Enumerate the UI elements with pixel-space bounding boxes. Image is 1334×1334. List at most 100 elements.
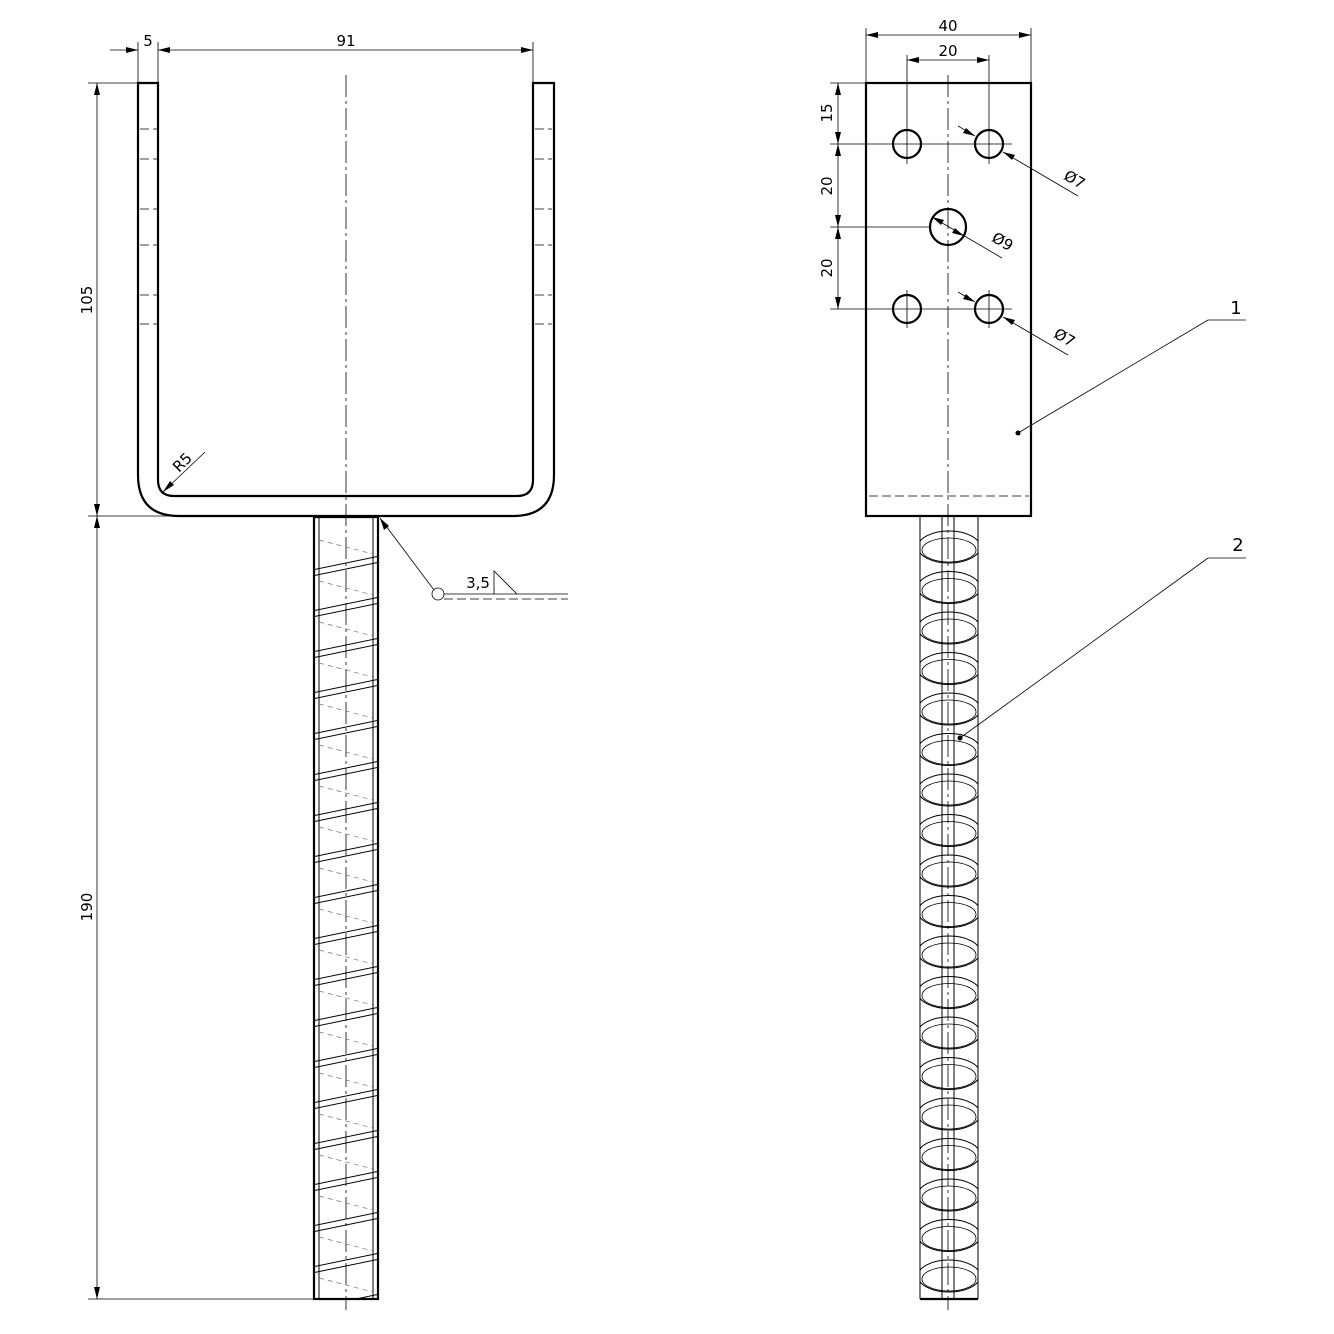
rebar-rib [314,1047,378,1069]
rebar-rib [314,1006,378,1028]
rebar-coil-inner [922,1308,976,1332]
rebar-coil [920,935,978,969]
rebar-coil-inner [921,740,977,765]
dim-flange-thickness: 5 [110,32,170,83]
rebar-shading [318,1277,374,1293]
rebar-shading [318,949,374,965]
rebar-coil [920,1097,978,1131]
rebar-rib [314,883,378,905]
rebar-rib [314,596,378,618]
dim-flange-thickness-label: 5 [143,32,153,50]
rebar-coil-inner [921,1023,977,1049]
rebar-coil-inner [921,821,977,846]
rebar-rod-side [918,517,980,1333]
rebar-rib [353,1293,378,1299]
rebar-rib [314,760,378,782]
dim-plate-width: 40 [865,17,1032,83]
rebar-coil [920,692,978,726]
rebar-rib [314,1252,378,1274]
rebar-shading [318,826,374,842]
rebar-shading [318,785,374,801]
rebar-rod-front [312,515,380,1301]
callout-part-1-label: 1 [1230,298,1241,319]
rebar-coil-inner [921,1266,977,1292]
rebar-shading [318,1031,374,1047]
rebar-coil-inner [921,537,977,563]
rebar-coil-inner [921,1064,977,1089]
rebar-rib [314,555,378,577]
rebar-shading [318,1072,374,1088]
weld-symbol: 3,5 [379,517,568,601]
rebar-coil-inner [921,1104,977,1130]
dim-bend-radius: R5 [162,449,206,493]
dim-large-hole: Ø9 [931,216,1016,259]
dim-bend-radius-label: R5 [169,449,196,476]
rebar-coil-inner [921,780,977,806]
rebar-coil [920,611,978,645]
rebar-coil [920,530,978,564]
rebar-coil-inner [921,983,977,1008]
rebar-shading [318,1154,374,1170]
rebar-shading [318,744,374,760]
rebar-rib [314,637,378,659]
rebar-coil [920,1178,978,1212]
rebar-coil-inner [921,1185,977,1211]
rebar-rib [314,965,378,987]
rebar-rib [314,1211,378,1233]
rebar-coil [920,1138,978,1171]
rebar-coil-inner [921,1145,977,1170]
rebar-rib [314,801,378,823]
rebar-coil [920,854,978,888]
dim-small-hole-bottom-label: Ø7 [1051,325,1078,351]
dim-cup-height-label: 105 [78,286,96,315]
rebar-rib [314,719,378,741]
rebar-rib [314,1170,378,1192]
rebar-rib [314,678,378,700]
mounting-plate [864,81,1033,518]
rebar-coil-inner [921,902,977,927]
rebar-coil [920,1259,978,1293]
callout-part-1: 1 [1015,298,1246,436]
rebar-coil-inner [921,618,977,644]
dim-hole-spacing-horizontal-label: 20 [938,42,957,60]
dim-large-hole-label: Ø9 [989,229,1016,255]
rebar-coil-inner [921,861,977,887]
rebar-shading [318,703,374,719]
callout-part-2: 2 [957,535,1246,741]
rebar-coil [920,895,978,928]
rebar-shading [318,539,374,555]
rebar-shading [318,1236,374,1252]
u-bracket-outer [136,81,556,518]
dim-cup-height: 105 [78,82,179,517]
rebar-coil-inner [921,578,977,603]
weld-size-label: 3,5 [466,574,490,592]
rebar-coil [920,733,978,766]
rebar-shading [318,621,374,637]
dim-hole-spacing-horizontal: 20 [907,42,989,63]
side-view: 40 20 15 20 20 Ø7 [818,17,1246,1333]
rebar-coil [920,652,978,685]
rebar-rib [314,924,378,946]
rebar-coil-inner [921,942,977,968]
dim-hole-spacing-vertical-2-label: 20 [818,258,836,277]
rebar-coil [918,1301,980,1333]
dim-vertical-chain: 15 20 20 [818,82,866,309]
rebar-coil-inner [921,699,977,725]
rebar-shading [318,908,374,924]
rebar-coil [920,1057,978,1090]
dim-small-hole-top-label: Ø7 [1061,167,1088,193]
rebar-shading [318,1195,374,1211]
rebar-coil [920,1219,978,1252]
rebar-rib [314,1088,378,1110]
dim-inner-width-label: 91 [336,32,355,50]
front-view: 5 91 105 190 R5 [78,32,568,1310]
hidden-hole-lines [140,128,552,325]
rebar-coil [920,571,978,604]
rebar-shading [318,867,374,883]
dim-rod-length: 190 [78,516,314,1300]
dim-inner-width: 91 [158,32,534,83]
rebar-coil-inner [921,659,977,684]
rebar-rib [314,1129,378,1151]
